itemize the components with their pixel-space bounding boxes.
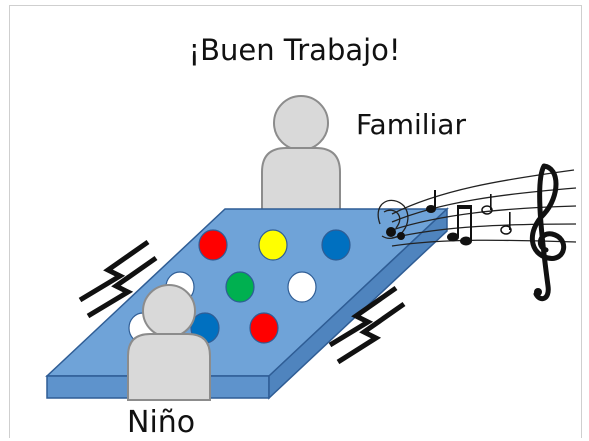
board-button[interactable] bbox=[225, 271, 255, 303]
child-label: Niño bbox=[127, 405, 196, 440]
board-side-edge bbox=[268, 207, 448, 400]
board-button[interactable] bbox=[198, 229, 228, 261]
board-button[interactable] bbox=[258, 229, 288, 261]
family-person-icon bbox=[261, 95, 341, 211]
slide-frame bbox=[9, 5, 582, 438]
vibration-icon-left bbox=[78, 239, 158, 319]
board-button[interactable] bbox=[287, 271, 317, 303]
music-staff-icon bbox=[377, 163, 577, 302]
board-button[interactable] bbox=[321, 229, 351, 261]
board-button[interactable] bbox=[249, 312, 279, 344]
vibration-icon-right bbox=[328, 285, 406, 365]
family-label: Familiar bbox=[356, 108, 466, 141]
title: ¡Buen Trabajo! bbox=[188, 33, 401, 67]
child-person-icon bbox=[127, 284, 211, 401]
